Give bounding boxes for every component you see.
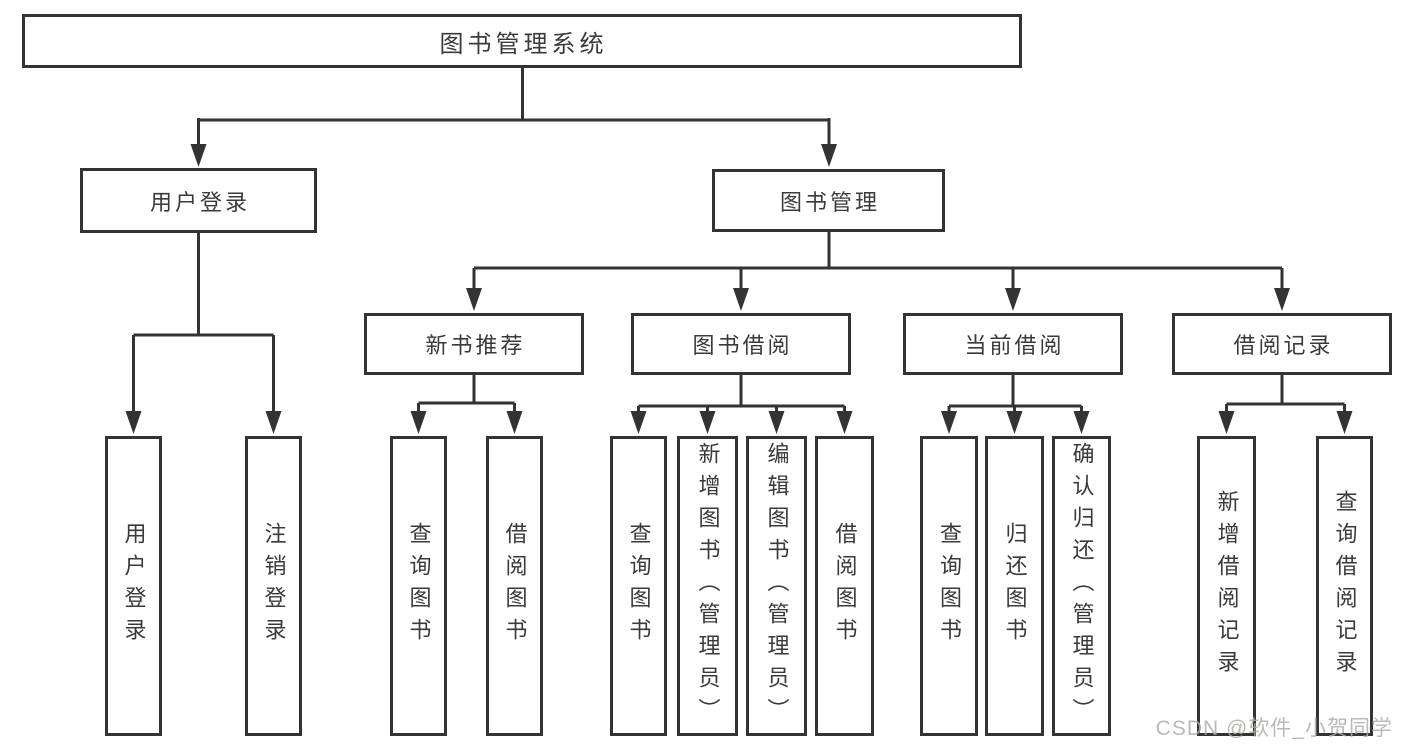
leaf-borrowing-borrow-books: 借阅图书 [815,436,874,736]
node-label: 新增借阅记录 [1214,490,1240,682]
node-label: 查询图书 [937,522,962,650]
node-label: 新增图书（管理员） [695,442,721,730]
connector-trunk-line [1226,373,1345,406]
arrowhead-down-icon [410,411,427,434]
connector-trunk-line [474,231,1282,270]
node-label: 查询借阅记录 [1332,490,1358,682]
node-label: 查询图书 [406,522,432,650]
arrowhead-down-icon [506,411,523,434]
arrowhead-down-icon [699,411,716,434]
node-label: 借阅图书 [832,522,858,650]
arrowhead-down-icon [190,144,207,167]
leaf-user-login: 用户登录 [105,436,162,736]
arrowhead-down-icon [630,411,647,434]
arrowhead-down-icon [768,411,785,434]
node-label: 确认归还（管理员） [1069,442,1095,730]
arrowhead-down-icon [733,288,749,311]
node-book-management: 图书管理 [712,169,945,232]
arrowhead-down-icon [265,411,282,434]
node-book-borrowing: 图书借阅 [631,313,851,375]
node-label: 编辑图书（管理员） [764,442,790,730]
arrowhead-down-icon [1274,288,1290,311]
node-label: 用户登录 [121,522,147,650]
connector-trunk-line [133,233,274,337]
node-root-system: 图书管理系统 [22,14,1022,68]
node-label: 用户登录 [149,189,250,215]
leaf-borrowing-query-books: 查询图书 [610,436,667,736]
leaf-logout: 注销登录 [245,436,302,736]
arrowhead-down-icon [1005,288,1021,311]
node-new-book-recommend: 新书推荐 [364,313,584,375]
leaf-records-query-record: 查询借阅记录 [1316,436,1373,736]
node-label: 图书借阅 [692,333,793,358]
csdn-watermark: CSDN @软件_小贺同学 [1155,717,1393,740]
connector-trunk-line [418,374,515,405]
node-label: 借阅图书 [502,522,528,650]
node-current-borrowing: 当前借阅 [903,313,1123,375]
connector-trunk-line [638,374,845,408]
node-label: 图书管理 [779,189,880,215]
leaf-current-confirm-return-admin: 确认归还（管理员） [1052,436,1111,736]
leaf-current-return-books: 归还图书 [985,436,1044,736]
arrowhead-down-icon [1218,411,1235,434]
connector-trunk-line [198,66,829,122]
node-label: 借阅记录 [1233,333,1334,358]
arrowhead-down-icon [941,411,957,434]
arrowhead-down-icon [836,411,853,434]
node-user-login: 用户登录 [80,168,317,233]
leaf-current-query-books: 查询图书 [920,436,978,736]
node-label: 图书管理系统 [439,30,608,58]
node-label: 新书推荐 [425,333,526,358]
arrowhead-down-icon [1073,411,1090,434]
arrowhead-down-icon [125,411,142,434]
leaf-borrowing-edit-books-admin: 编辑图书（管理员） [746,436,807,736]
node-label: 查询图书 [626,522,652,650]
leaf-borrowing-add-books-admin: 新增图书（管理员） [677,436,738,736]
arrowhead-down-icon [466,288,482,311]
node-label: 注销登录 [261,522,287,650]
connector-trunk-line [949,374,1082,408]
arrowhead-down-icon [821,144,837,167]
arrowhead-down-icon [1006,411,1023,434]
arrowhead-down-icon [1336,411,1353,434]
leaf-recommend-borrow-books: 借阅图书 [486,436,543,736]
node-borrowing-records: 借阅记录 [1172,313,1392,375]
leaf-recommend-query-books: 查询图书 [390,436,447,736]
node-label: 归还图书 [1002,522,1028,650]
leaf-records-add-record: 新增借阅记录 [1197,436,1256,736]
node-label: 当前借阅 [964,333,1065,358]
